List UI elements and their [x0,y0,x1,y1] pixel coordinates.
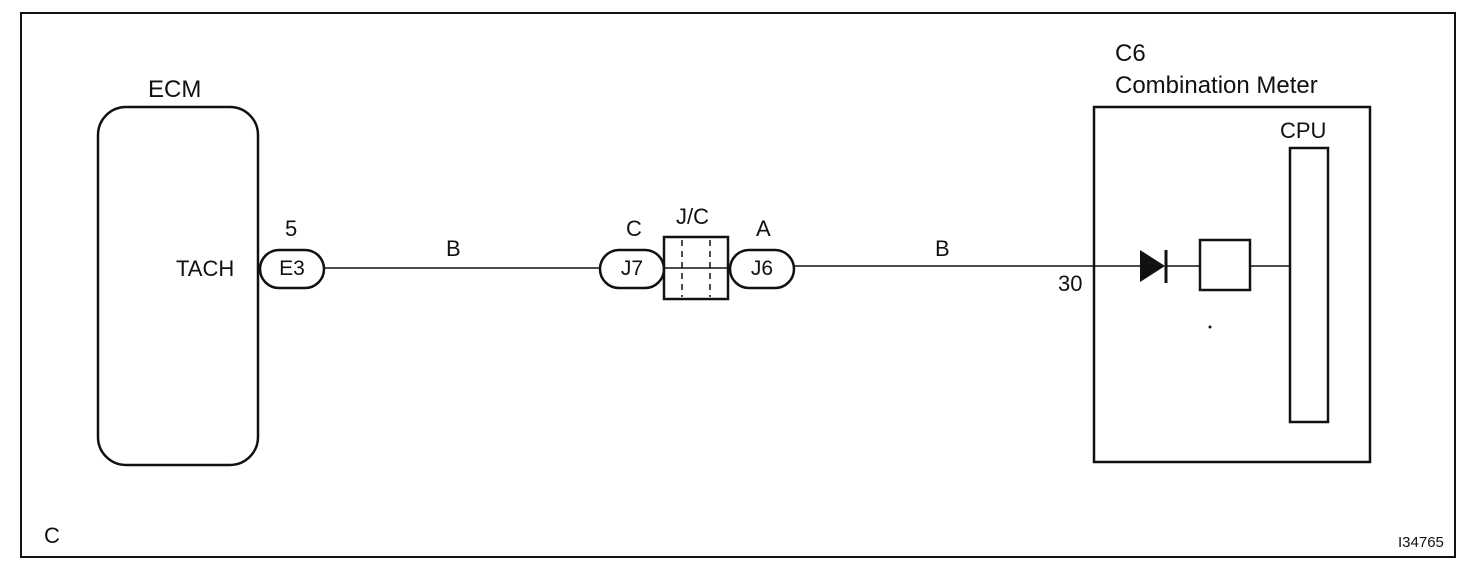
ecm-connector-e3 [258,248,326,290]
figure-id: I34765 [1398,534,1444,551]
cpu-label: CPU [1280,118,1327,143]
ecm-box [96,105,260,467]
corner-letter: C [44,523,60,548]
junction-left-connector-label: J7 [620,257,644,280]
junction-left-letter: C [626,216,642,241]
junction-title: J/C [676,204,709,229]
ecm-terminal-label: TACH [176,256,235,281]
junction-right-connector-label: J6 [750,257,774,280]
junction-connector-j6 [728,248,796,290]
cpu-block [1288,146,1330,424]
meter-name: Combination Meter [1115,72,1318,99]
ecm-title: ECM [148,76,202,103]
wire-right-color: B [935,236,950,261]
ecm-connector-label: E3 [279,257,305,280]
meter-box [1092,105,1372,464]
junction-block [662,235,730,301]
meter-code: C6 [1115,40,1146,67]
diagram-frame [20,12,1456,558]
diode-symbol [1140,250,1168,283]
ecm-pin-number: 5 [285,216,298,241]
driver-block [1198,238,1252,292]
meter-pin-number: 30 [1058,271,1083,296]
wire-left-color: B [446,236,461,261]
junction-right-letter: A [756,216,771,241]
